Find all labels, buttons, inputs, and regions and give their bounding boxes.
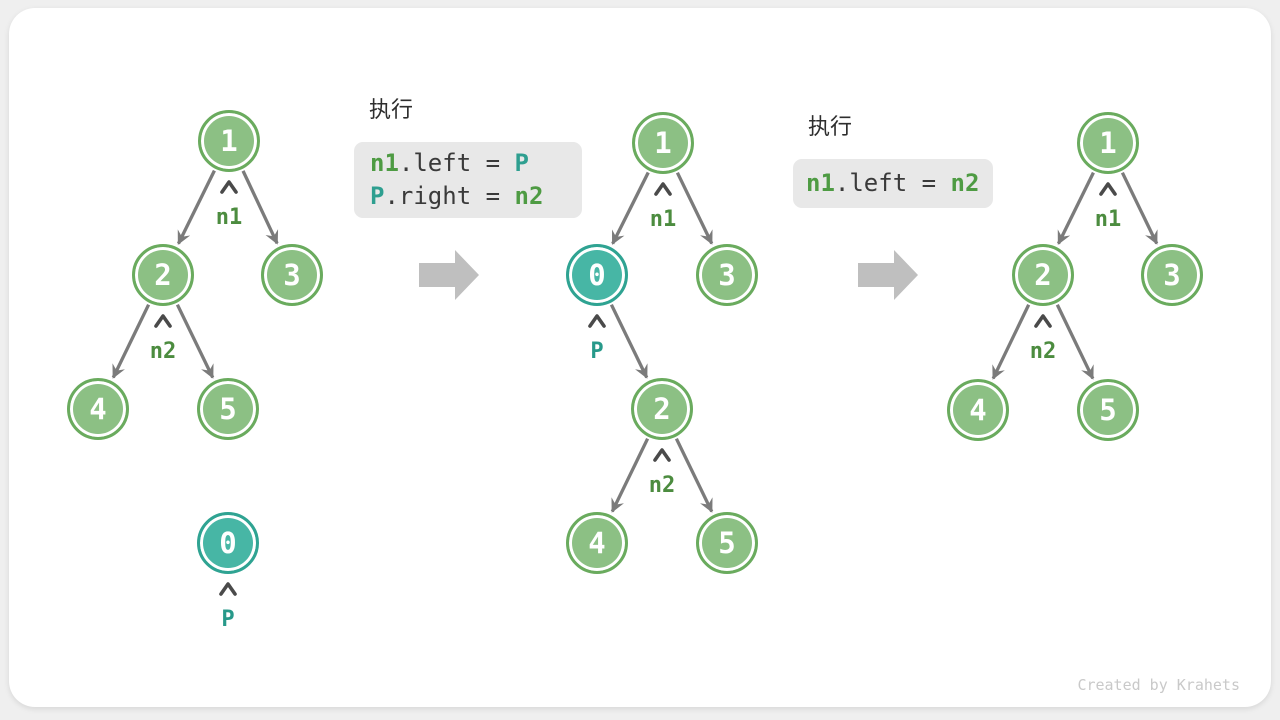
t1-node-4: 4 xyxy=(67,378,129,440)
code-token: n2 xyxy=(950,169,980,197)
t2-node-4: 4 xyxy=(566,512,628,574)
node-value: 3 xyxy=(718,258,736,292)
node-value: 4 xyxy=(969,393,987,427)
t3-node-2: 2 xyxy=(1012,244,1074,306)
code-token: P xyxy=(514,149,529,177)
t3-pointer-n1: n1 xyxy=(1094,207,1122,232)
watermark: Created by Krahets xyxy=(1077,676,1240,694)
t2-node-1: 1 xyxy=(632,112,694,174)
code-line: n1.left = P xyxy=(370,147,582,180)
t1-node-0: 0 xyxy=(197,512,259,574)
code-block-2-box: n1.left = n2 xyxy=(793,159,993,208)
code-block-1-title: 执行 xyxy=(369,98,414,123)
code-token: .left = xyxy=(398,149,515,177)
code-line: n1.left = n2 xyxy=(806,168,993,199)
code-token: n2 xyxy=(514,182,544,210)
code-token: n1 xyxy=(806,169,835,197)
code-block-1: 执行 n1.left = P P.right = n2 xyxy=(354,97,582,218)
t3-node-1: 1 xyxy=(1077,112,1139,174)
code-token: P xyxy=(370,182,385,210)
t3-pointer-n2: n2 xyxy=(1029,339,1057,364)
node-value: 3 xyxy=(1163,258,1181,292)
t1-pointer-n2: n2 xyxy=(149,339,177,364)
t3-node-3: 3 xyxy=(1141,244,1203,306)
node-value: 1 xyxy=(654,126,672,160)
t2-node-3: 3 xyxy=(696,244,758,306)
node-value: 5 xyxy=(718,526,736,560)
code-token: .right = xyxy=(384,182,515,210)
t1-node-3: 3 xyxy=(261,244,323,306)
node-value: 4 xyxy=(89,392,107,426)
t1-pointer-P: P xyxy=(221,607,235,632)
t2-node-5: 5 xyxy=(696,512,758,574)
node-value: 1 xyxy=(220,124,238,158)
node-value: 2 xyxy=(653,392,671,426)
t1-node-1: 1 xyxy=(198,110,260,172)
t2-pointer-n2: n2 xyxy=(648,473,676,498)
node-value: 5 xyxy=(1099,393,1117,427)
code-block-1-box: n1.left = P P.right = n2 xyxy=(354,142,582,218)
code-block-2: 执行 n1.left = n2 xyxy=(793,114,993,208)
diagram-card xyxy=(9,8,1271,707)
t2-pointer-P: P xyxy=(590,339,604,364)
node-value: 0 xyxy=(588,258,606,292)
t1-pointer-n1: n1 xyxy=(215,205,243,230)
node-value: 2 xyxy=(1034,258,1052,292)
t1-node-2: 2 xyxy=(132,244,194,306)
code-token: .left = xyxy=(834,169,951,197)
t3-node-4: 4 xyxy=(947,379,1009,441)
t2-node-0: 0 xyxy=(566,244,628,306)
node-value: 3 xyxy=(283,258,301,292)
t2-pointer-n1: n1 xyxy=(649,207,677,232)
t3-node-5: 5 xyxy=(1077,379,1139,441)
node-value: 4 xyxy=(588,526,606,560)
node-value: 5 xyxy=(219,392,237,426)
code-token: n1 xyxy=(370,149,399,177)
t2-node-2: 2 xyxy=(631,378,693,440)
node-value: 0 xyxy=(219,526,237,560)
t1-node-5: 5 xyxy=(197,378,259,440)
node-value: 2 xyxy=(154,258,172,292)
code-line: P.right = n2 xyxy=(370,180,582,213)
code-block-2-title: 执行 xyxy=(808,115,853,140)
node-value: 1 xyxy=(1099,126,1117,160)
